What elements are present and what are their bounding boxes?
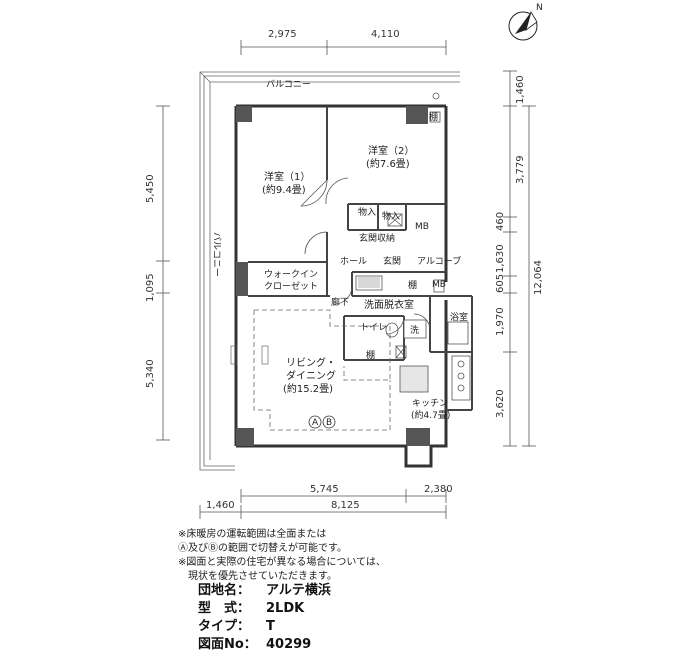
dim-left-2: 1,095: [145, 273, 156, 302]
washer-label: 洗: [410, 324, 419, 336]
compass-icon: N: [508, 3, 543, 41]
column-block: [406, 106, 428, 124]
balcony-left-label: バルコニー: [211, 232, 222, 277]
dimension-right: [503, 70, 536, 447]
alcove-label: アルコーブ: [417, 255, 461, 267]
dim-right-2: 3,779: [515, 155, 526, 184]
column-block: [236, 262, 248, 296]
shelf2-label: 棚: [408, 279, 417, 291]
floor-heating-range: [253, 309, 391, 431]
dimension-left: [156, 105, 170, 441]
heater-marker: [230, 345, 238, 365]
dim-right-6: 1,970: [495, 307, 506, 336]
mb-box: [387, 213, 403, 227]
info-row-name: 団地名： アルテ横浜: [198, 582, 331, 600]
washroom-label: 洗面脱衣室: [364, 298, 414, 311]
balcony-top-label: バルコニー: [266, 79, 311, 90]
note-line: ※床暖房の運転範囲は全面または: [178, 529, 327, 540]
dim-top-1: 2,975: [268, 29, 297, 40]
info-block: 団地名： アルテ横浜 型 式： 2LDK タイプ： T 図面No： 40299: [198, 582, 331, 654]
storage1-label: 物入: [358, 206, 376, 218]
dim-bottom-3: 1,460: [206, 500, 235, 511]
info-no-label: 図面No：: [198, 637, 257, 652]
dim-right-3: 460: [495, 212, 506, 231]
dim-right-total: 12,064: [533, 260, 544, 295]
living-label-2: ダイニング: [286, 369, 336, 382]
dim-bottom-1: 5,745: [310, 484, 339, 495]
info-row-no: 図面No： 40299: [198, 636, 331, 654]
sink-basin: [358, 277, 380, 288]
shelf3-label: 棚: [429, 111, 438, 123]
bath-label: 浴室: [450, 311, 468, 323]
hall-label: ホール: [340, 256, 367, 267]
shelf-label: 棚: [366, 349, 375, 361]
shelf-box: [429, 111, 441, 123]
note-line: Ⓐ及びⒷの範囲で切替えが可能です。: [178, 543, 347, 554]
info-kind-label: タイプ：: [198, 619, 251, 634]
column-block: [236, 106, 252, 122]
shoe-storage-label: 玄関収納: [359, 232, 395, 244]
info-row-kind: タイプ： T: [198, 618, 331, 636]
dim-right-7: 3,620: [495, 389, 506, 418]
toilet-icon: [385, 322, 399, 338]
info-type-value: 2LDK: [266, 601, 305, 616]
column-block: [406, 428, 430, 446]
bedroom2-name: 洋室（2）: [368, 144, 414, 157]
dim-right-4: 1,630: [495, 244, 506, 273]
washer-box: [403, 319, 427, 339]
column-block: [236, 428, 254, 446]
note-line: 現状を優先させていただきます。: [178, 571, 337, 582]
bedroom2-size: (約7.6畳): [366, 157, 410, 170]
heater-marker: [261, 345, 269, 365]
zone-a-label: A: [312, 418, 319, 428]
info-row-type: 型 式： 2LDK: [198, 600, 331, 618]
kitchen-size: (約4.7畳): [411, 409, 450, 421]
zone-b-label: B: [326, 418, 332, 428]
balcony-rail: [199, 71, 460, 471]
dim-left-1: 5,450: [145, 174, 156, 203]
bathtub: [447, 321, 469, 345]
entrance-label: 玄関: [383, 255, 401, 267]
shelf-box: [395, 345, 407, 359]
note-line: ※図面と実際の住宅が異なる場合については、: [178, 557, 386, 568]
dim-right-1: 1,460: [515, 75, 526, 104]
zone-markers: A B: [308, 415, 336, 429]
kitchen-label: キッチン: [412, 398, 448, 409]
info-name-label: 団地名：: [198, 583, 251, 598]
stove-counter: [451, 355, 471, 401]
info-type-label: 型 式：: [198, 601, 251, 616]
info-name-value: アルテ横浜: [266, 583, 331, 598]
mb-box: [433, 279, 445, 293]
dim-left-3: 5,340: [145, 359, 156, 388]
toilet-label: トイレ: [360, 323, 387, 333]
bedroom1-size: (約9.4畳): [262, 183, 306, 196]
dimension-top: [240, 40, 447, 55]
doors: [300, 177, 431, 335]
walkin-label-2: クローゼット: [264, 280, 318, 292]
dim-bottom-2: 2,380: [424, 484, 453, 495]
living-label-1: リビング・: [286, 356, 336, 369]
kitchen-island: [399, 365, 429, 393]
dim-top-2: 4,110: [371, 29, 400, 40]
dimension-bottom: [199, 489, 447, 519]
sink-fixture: [355, 275, 383, 291]
mb1-label: MB: [415, 222, 429, 232]
walkin-label-1: ウォークイン: [264, 269, 318, 280]
living-size: (約15.2畳): [283, 382, 333, 395]
dim-bottom-4: 8,125: [331, 500, 360, 511]
drain-icon: [432, 92, 440, 100]
burner-icon: [457, 360, 465, 392]
bedroom1-name: 洋室（1）: [264, 170, 310, 183]
dim-right-5: 605: [495, 274, 506, 293]
info-no-value: 40299: [266, 637, 312, 652]
info-kind-value: T: [266, 619, 275, 634]
storage2-label: 物入: [382, 210, 400, 222]
notes-block: ※床暖房の運転範囲は全面または Ⓐ及びⒷの範囲で切替えが可能です。 ※図面と実際…: [178, 528, 386, 584]
corridor-label: 廊下: [331, 296, 349, 308]
north-label: N: [536, 3, 543, 13]
mb2-label: MB: [432, 280, 446, 290]
